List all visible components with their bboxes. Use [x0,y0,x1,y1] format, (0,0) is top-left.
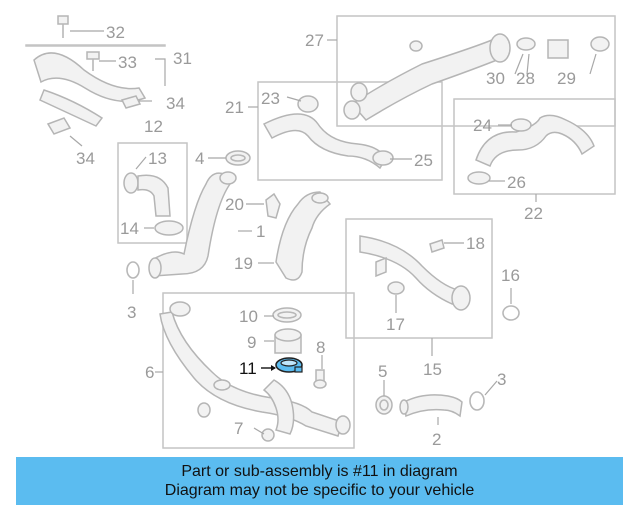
hose-1 [148,171,237,279]
pipe-15 [359,235,471,311]
callout-10: 10 [239,307,258,326]
banner-line-part: Part or sub-assembly is #11 in diagram [181,463,458,480]
callout-12: 12 [144,117,163,136]
callout-16: 16 [501,266,520,285]
parts-diagram: 32 33 31 34 12 34 13 14 4 27 30 28 29 21… [25,15,616,449]
callout-3-left: 3 [127,303,136,322]
info-banner: Part or sub-assembly is #11 in diagram D… [16,457,623,505]
callout-15: 15 [423,360,442,379]
callout-8: 8 [316,338,325,357]
callout-29: 29 [557,69,576,88]
clamp-5 [375,395,393,415]
bracket-assembly [33,15,147,135]
callout-34-upper: 34 [166,94,185,113]
group-box-21 [257,81,443,181]
sleeve-9 [274,328,302,354]
hose-2 [399,394,463,418]
callout-24: 24 [473,116,492,135]
callout-22: 22 [524,204,543,223]
group-box-15 [345,218,493,339]
callout-32: 32 [106,23,125,42]
callout-33: 33 [118,53,137,72]
callout-4: 4 [195,149,204,168]
callout-27: 27 [305,31,324,50]
leader-11-arrow [271,365,276,371]
callout-20: 20 [225,195,244,214]
hose-21 [262,95,394,170]
callout-labels: 32 33 31 34 12 34 13 14 4 27 30 28 29 21… [76,23,576,449]
callout-18: 18 [466,234,485,253]
group-box-6 [162,292,355,449]
leader-lines [69,30,597,435]
callout-23: 23 [261,89,280,108]
callout-26: 26 [507,173,526,192]
callout-14: 14 [120,219,139,238]
clamp-4 [225,150,251,166]
callout-19: 19 [234,254,253,273]
callout-34-lower: 34 [76,149,95,168]
bolt-8 [313,369,327,389]
callout-2: 2 [432,430,441,449]
o-ring-3-right [469,391,485,411]
callout-13: 13 [148,149,167,168]
o-ring-16 [502,305,520,321]
hose-22 [467,114,595,185]
callout-1: 1 [256,222,265,241]
callout-31: 31 [173,49,192,68]
callout-7: 7 [234,419,243,438]
callout-5: 5 [378,362,387,381]
callout-21: 21 [225,98,244,117]
callout-17: 17 [386,315,405,334]
banner-line-disclaimer: Diagram may not be specific to your vehi… [164,482,475,499]
small-hose-13 [123,172,184,236]
group-box-12 [25,44,166,47]
group-box-13-14 [117,142,188,244]
clamp-10 [272,307,302,323]
callout-30: 30 [486,69,505,88]
callout-25: 25 [414,151,433,170]
callout-6: 6 [145,363,154,382]
clamp-11-highlighted[interactable] [275,357,303,373]
callout-9: 9 [247,333,256,352]
intercooler-pipe-27 [343,33,610,121]
callout-3-right: 3 [497,370,506,389]
group-box-27 [336,15,616,127]
group-box-22 [453,98,616,195]
pipe-19-20 [265,191,332,281]
hose-6 [159,301,351,442]
o-ring-3-left [126,261,140,279]
callout-11-highlighted: 11 [239,359,257,378]
callout-28: 28 [516,69,535,88]
